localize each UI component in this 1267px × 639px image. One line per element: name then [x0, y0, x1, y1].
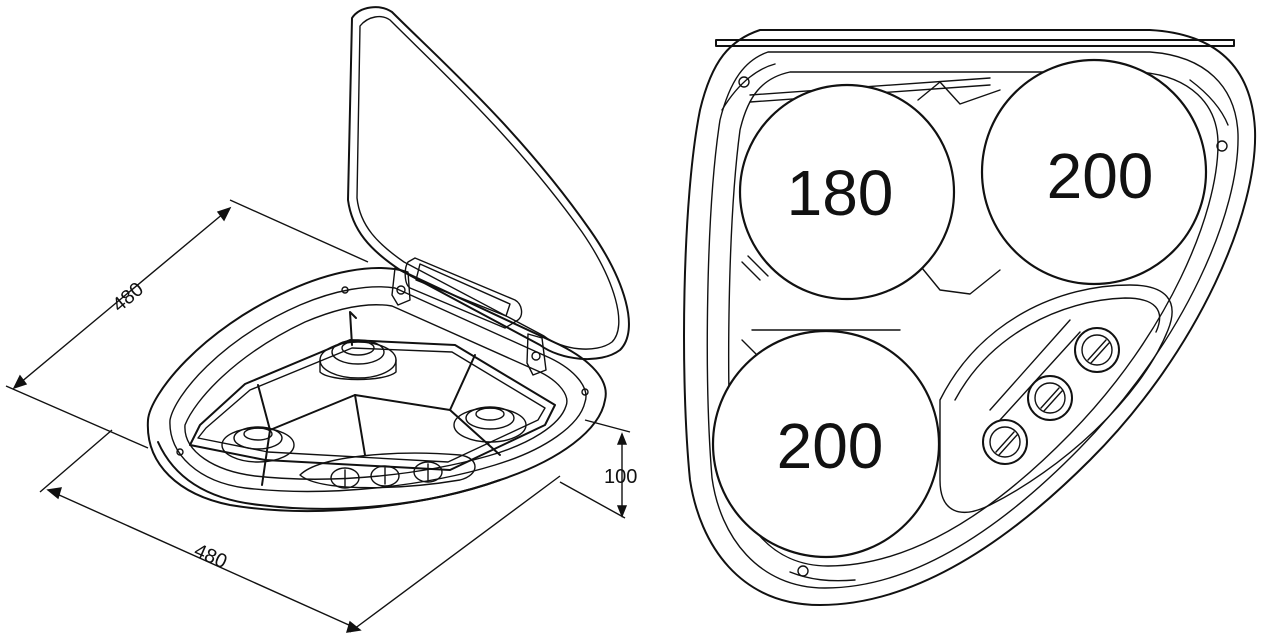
pan-support [189, 311, 556, 486]
knob-1 [982, 419, 1028, 465]
burner-200-bottom-label: 200 [777, 410, 884, 482]
outer-body-inner-edge [706, 51, 1239, 589]
dimension-width-label: 480 [191, 540, 230, 574]
screw-hole-3 [797, 565, 809, 577]
burner-discs: 180 200 200 [711, 58, 1208, 559]
hob-tray [146, 267, 607, 512]
knob-3 [1074, 327, 1120, 373]
burner-iso-back [319, 339, 397, 381]
dimension-depth-label: 480 [108, 278, 148, 316]
dimension-height: 100 [559, 419, 637, 519]
dimension-depth: 480 [5, 199, 369, 449]
outer-body [683, 29, 1257, 606]
isometric-hob-view: 480 480 100 [5, 6, 637, 633]
dimension-width: 480 [39, 429, 561, 633]
burner-200-top-label: 200 [1047, 140, 1154, 212]
burner-180: 180 [738, 83, 956, 301]
screw-hole-2 [1216, 140, 1228, 152]
screw-hole-1 [738, 76, 750, 88]
hinge-bar [715, 39, 1235, 47]
burner-200-top: 200 [980, 58, 1208, 286]
knob-2 [1027, 375, 1073, 421]
well-rim [728, 71, 1219, 567]
dimension-height-label: 100 [604, 466, 637, 488]
burner-200-bottom: 200 [711, 329, 941, 559]
burner-iso-left [221, 426, 295, 463]
top-view-hob: 180 200 200 [683, 29, 1257, 606]
control-panel [939, 284, 1173, 513]
knobs-iso [299, 452, 476, 489]
burner-180-label: 180 [787, 157, 894, 229]
